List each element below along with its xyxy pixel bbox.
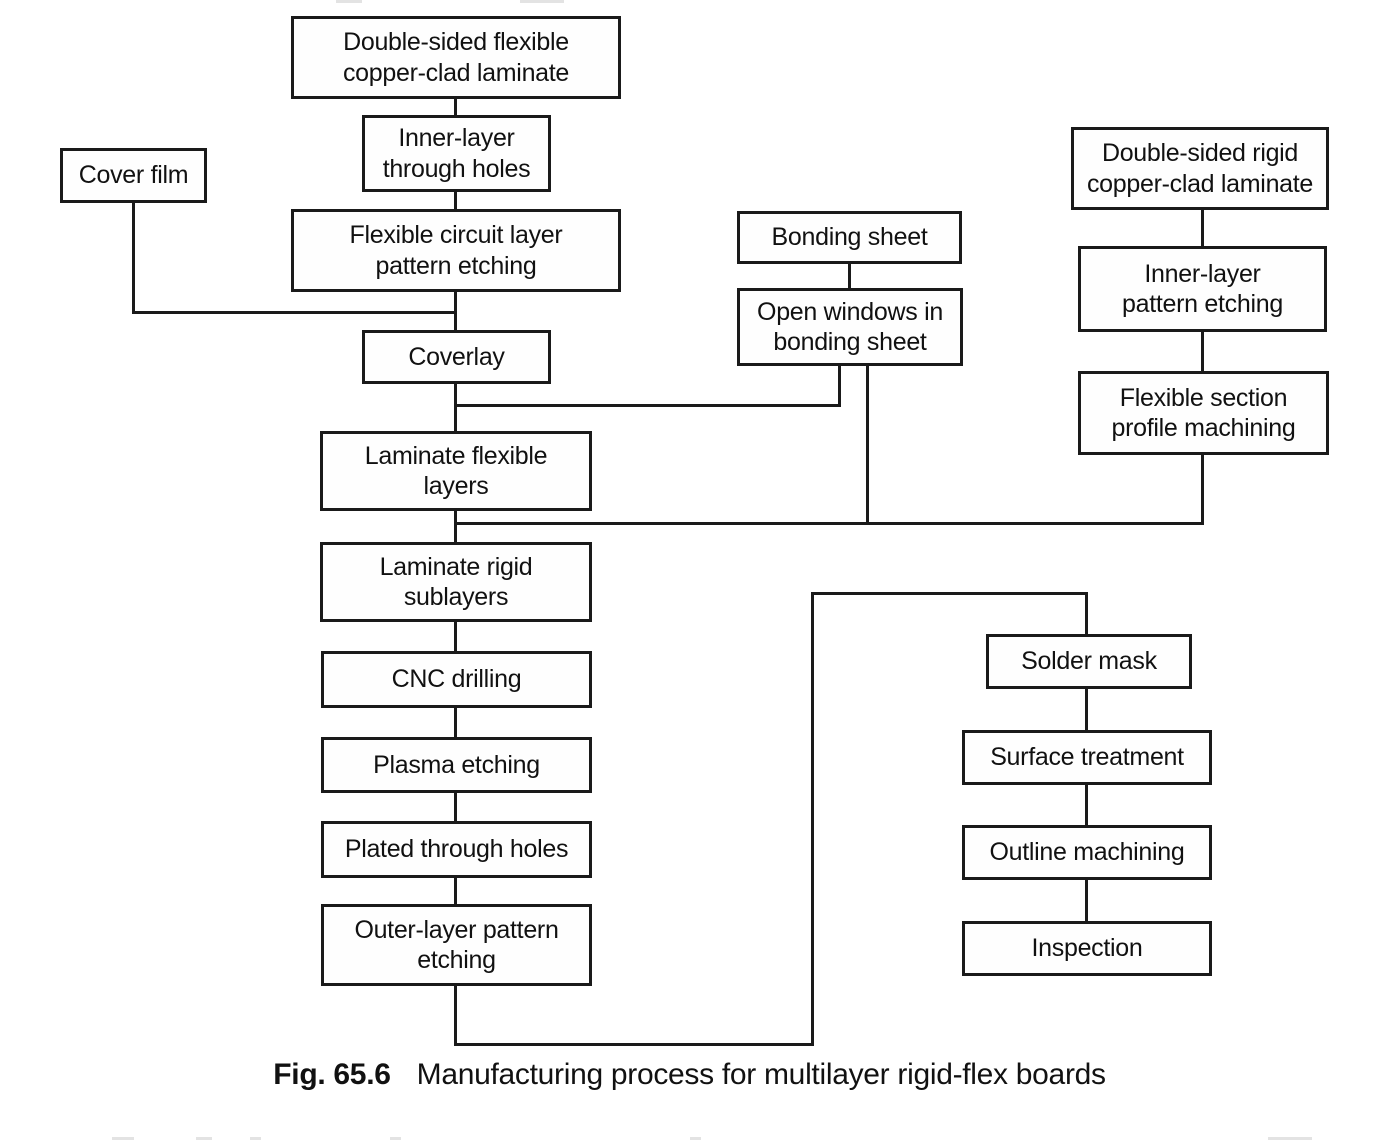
cropped-text-artifact [112, 1137, 134, 1140]
connector-solder-to-surface [1085, 689, 1088, 732]
connector-lrs-to-cnc [454, 621, 457, 654]
connector-outline-to-inspection [1085, 879, 1088, 922]
cropped-text-artifact [1268, 1137, 1312, 1140]
node-label: Inspection [1031, 934, 1143, 963]
connector-cnc-to-plasma [454, 707, 457, 739]
connector-pth-to-olp [454, 877, 457, 906]
node-label: CNC drilling [391, 665, 522, 694]
connector-into-soldermask-v [1085, 592, 1088, 637]
connector-dsr-to-ilp [1201, 209, 1204, 248]
node-label: Flexible circuit layer pattern etching [349, 221, 563, 280]
node-cover-film: Cover film [60, 148, 207, 203]
node-label: Open windows in bonding sheet [757, 297, 943, 357]
node-flexible-section-profile-machining: Flexible section profile machining [1078, 371, 1329, 455]
node-laminate-flexible-layers: Laminate flexible layers [320, 431, 592, 511]
connector-coverlay-to-lfl [454, 383, 457, 433]
node-bonding-sheet: Bonding sheet [737, 211, 962, 264]
connector-lfl-to-lrs [454, 510, 457, 544]
connector-ith-to-fcl [454, 191, 457, 211]
connector-dsf-to-ith [454, 98, 457, 118]
figure-title: Manufacturing process for multilayer rig… [416, 1058, 1106, 1091]
node-label: Coverlay [408, 342, 505, 371]
node-plasma-etching: Plasma etching [321, 737, 592, 793]
connector-openwindows-right-v [866, 365, 869, 525]
node-label: Solder mask [1021, 647, 1157, 676]
node-label: Surface treatment [990, 743, 1184, 772]
connector-plasma-to-pth [454, 792, 457, 823]
connector-riser-top-h [811, 592, 1088, 595]
node-label: Inner-layer through holes [382, 124, 531, 183]
connector-coverfilm-right [132, 311, 457, 314]
node-label: Plated through holes [344, 835, 569, 864]
connector-long-branch-h [454, 522, 1204, 525]
node-plated-through-holes: Plated through holes [321, 821, 592, 878]
node-surface-treatment: Surface treatment [962, 730, 1212, 785]
node-label: Outline machining [989, 838, 1185, 867]
connector-coverfilm-down [132, 202, 135, 314]
connector-openwindows-left-v [838, 365, 841, 407]
connector-surface-to-outline [1085, 784, 1088, 827]
node-flexible-circuit-pattern-etching: Flexible circuit layer pattern etching [291, 209, 621, 292]
node-coverlay: Coverlay [362, 330, 551, 384]
node-label: Laminate rigid sublayers [379, 552, 533, 612]
cropped-text-artifact [520, 0, 564, 3]
node-label: Cover film [78, 161, 189, 190]
node-label: Flexible section profile machining [1111, 383, 1296, 443]
node-laminate-rigid-sublayers: Laminate rigid sublayers [320, 542, 592, 622]
node-label: Double-sided flexible copper-clad lamina… [342, 28, 570, 87]
node-solder-mask: Solder mask [986, 634, 1192, 689]
node-outline-machining: Outline machining [962, 825, 1212, 880]
node-label: Laminate flexible layers [364, 441, 548, 501]
node-inspection: Inspection [962, 921, 1212, 976]
cropped-text-artifact [196, 1137, 212, 1140]
connector-ilp-to-fsp [1201, 331, 1204, 373]
node-cnc-drilling: CNC drilling [321, 651, 592, 708]
cropped-text-artifact [336, 0, 362, 3]
node-label: Outer-layer pattern etching [354, 915, 559, 975]
connector-branch-openwindows-left-h [454, 404, 841, 407]
connector-olp-down-v [454, 985, 457, 1046]
node-outer-layer-pattern-etching: Outer-layer pattern etching [321, 904, 592, 986]
node-label: Inner-layer pattern etching [1122, 259, 1283, 319]
cropped-text-artifact [390, 1137, 401, 1140]
node-inner-layer-through-holes: Inner-layer through holes [362, 115, 551, 192]
connector-fsp-down-v [1201, 454, 1204, 525]
node-double-sided-rigid-laminate: Double-sided rigid copper-clad laminate [1071, 127, 1329, 210]
connector-riser-v [811, 592, 814, 1046]
node-label: Double-sided rigid copper-clad laminate [1086, 139, 1314, 198]
node-open-windows-bonding-sheet: Open windows in bonding sheet [737, 288, 963, 366]
node-double-sided-flexible-laminate: Double-sided flexible copper-clad lamina… [291, 16, 621, 99]
connector-bonding-to-openwindows [848, 263, 851, 290]
connector-olp-bottom-h [454, 1043, 814, 1046]
node-label: Plasma etching [373, 750, 540, 779]
node-label: Bonding sheet [771, 223, 928, 252]
cropped-text-artifact [250, 1137, 261, 1140]
figure-caption: Fig. 65.6 Manufacturing process for mult… [0, 1058, 1379, 1092]
cropped-text-artifact [690, 1137, 701, 1140]
node-inner-layer-pattern-etching: Inner-layer pattern etching [1078, 246, 1327, 332]
figure-number: Fig. 65.6 [273, 1058, 391, 1091]
